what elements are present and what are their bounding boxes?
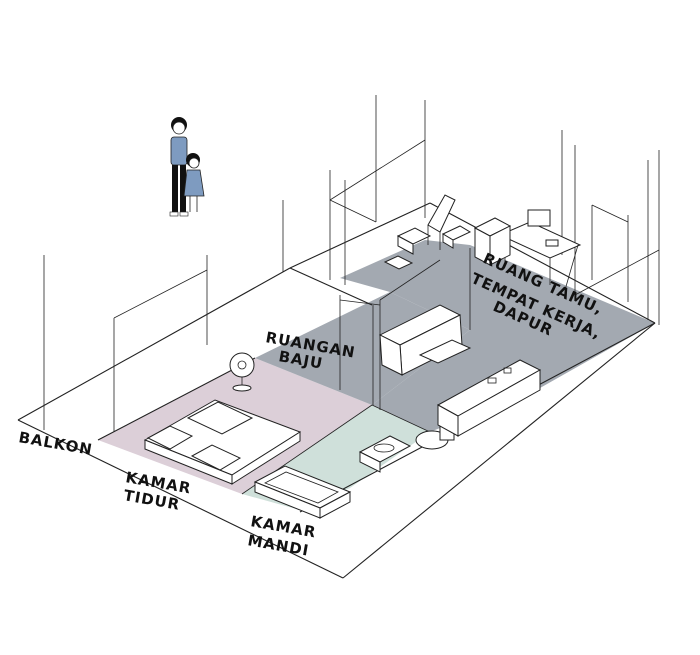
child-figure — [183, 153, 205, 212]
desk — [498, 209, 582, 291]
boxes — [383, 225, 472, 270]
printer — [473, 217, 512, 266]
living-floor — [340, 240, 655, 432]
kitchen-counter — [436, 359, 542, 437]
balkon-label: BALKON — [17, 428, 94, 459]
wall-outlines — [17, 95, 660, 579]
chair — [427, 194, 456, 250]
fan — [229, 352, 255, 392]
sink — [358, 435, 412, 473]
sofa — [378, 304, 472, 376]
adult-figure — [169, 117, 189, 217]
bathtub — [253, 465, 352, 519]
bed — [143, 399, 302, 485]
